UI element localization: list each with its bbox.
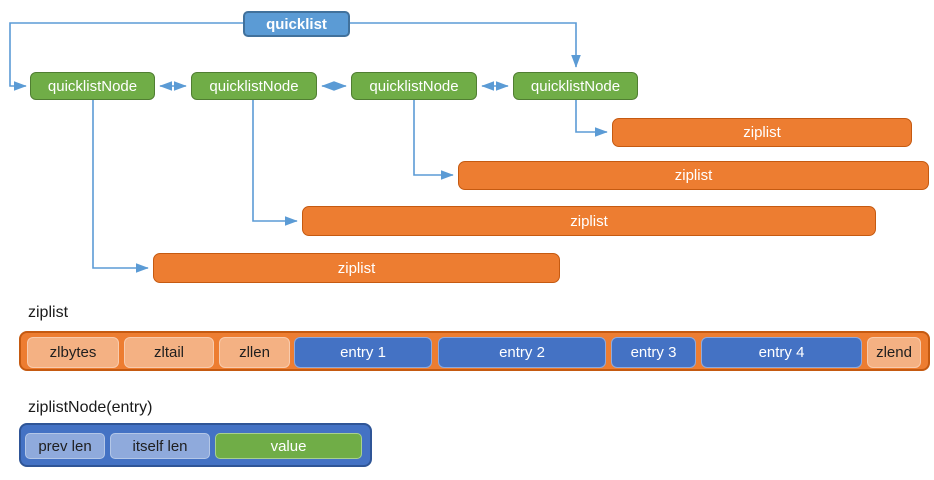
ziplist-cell-zlbytes: zlbytes (27, 337, 119, 368)
ziplistnode-section-label: ziplistNode(entry) (28, 399, 153, 416)
quicklist-node-2: quicklistNode (191, 72, 317, 100)
connector-node3-to-ziplist2 (413, 100, 454, 180)
ziplist-cell-entry3: entry 3 (611, 337, 696, 368)
connector-node4-to-ziplist1 (575, 100, 608, 137)
ziplistnode-structure-container: prev len itself len value (19, 423, 372, 467)
ziplist-bar-1: ziplist (612, 118, 912, 147)
ziplist-section-label: ziplist (28, 304, 69, 321)
quicklist-root-box: quicklist (243, 11, 350, 37)
ziplistnode-cell-itselflen: itself len (110, 433, 210, 459)
ziplistnode-cell-prevlen: prev len (25, 433, 105, 459)
ziplist-bar-3: ziplist (302, 206, 876, 236)
ziplist-structure-container: zlbytes zltail zllen entry 1 entry 2 ent… (19, 331, 930, 371)
ziplist-bar-2: ziplist (458, 161, 929, 190)
connector-quicklist-to-node4 (350, 22, 581, 68)
ziplistnode-cell-value: value (215, 433, 362, 459)
ziplist-cell-entry1: entry 1 (294, 337, 432, 368)
ziplist-cell-entry2: entry 2 (438, 337, 606, 368)
quicklist-node-4: quicklistNode (513, 72, 638, 100)
quicklist-node-3: quicklistNode (351, 72, 477, 100)
ziplist-cell-zltail: zltail (124, 337, 214, 368)
ziplist-cell-entry4: entry 4 (701, 337, 862, 368)
ziplist-cell-zlend: zlend (867, 337, 921, 368)
ziplist-cell-zllen: zllen (219, 337, 290, 368)
connector-node1-to-ziplist4 (92, 100, 149, 273)
connector-quicklist-to-node1 (9, 22, 243, 91)
ziplist-bar-4: ziplist (153, 253, 560, 283)
connector-node2-to-ziplist3 (252, 100, 298, 226)
quicklist-node-1: quicklistNode (30, 72, 155, 100)
